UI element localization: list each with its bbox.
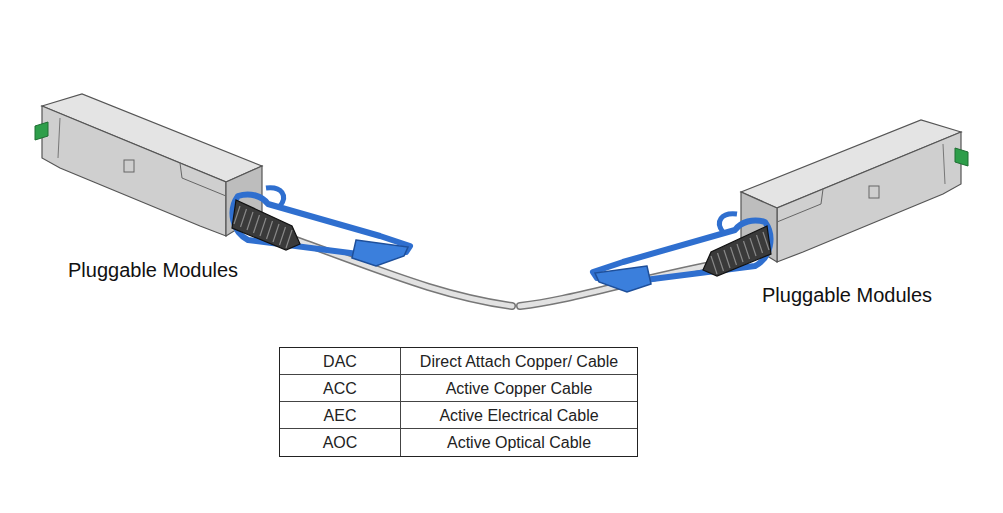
table-abbreviation: AEC [280, 402, 401, 429]
cable-type-table: DACDirect Attach Copper/ CableACCActive … [279, 347, 638, 457]
table-abbreviation: ACC [280, 375, 401, 402]
module-label: Pluggable Modules [762, 283, 932, 307]
table-description: Active Electrical Cable [401, 402, 637, 429]
table-description: Direct Attach Copper/ Cable [401, 348, 637, 375]
table-abbreviation: DAC [280, 348, 401, 375]
table-description: Active Copper Cable [401, 375, 637, 402]
table-abbreviation: AOC [280, 429, 401, 456]
table-description: Active Optical Cable [401, 429, 637, 456]
pluggable-module [593, 120, 968, 292]
pluggable-module [35, 94, 410, 266]
module-label: Pluggable Modules [68, 258, 238, 282]
